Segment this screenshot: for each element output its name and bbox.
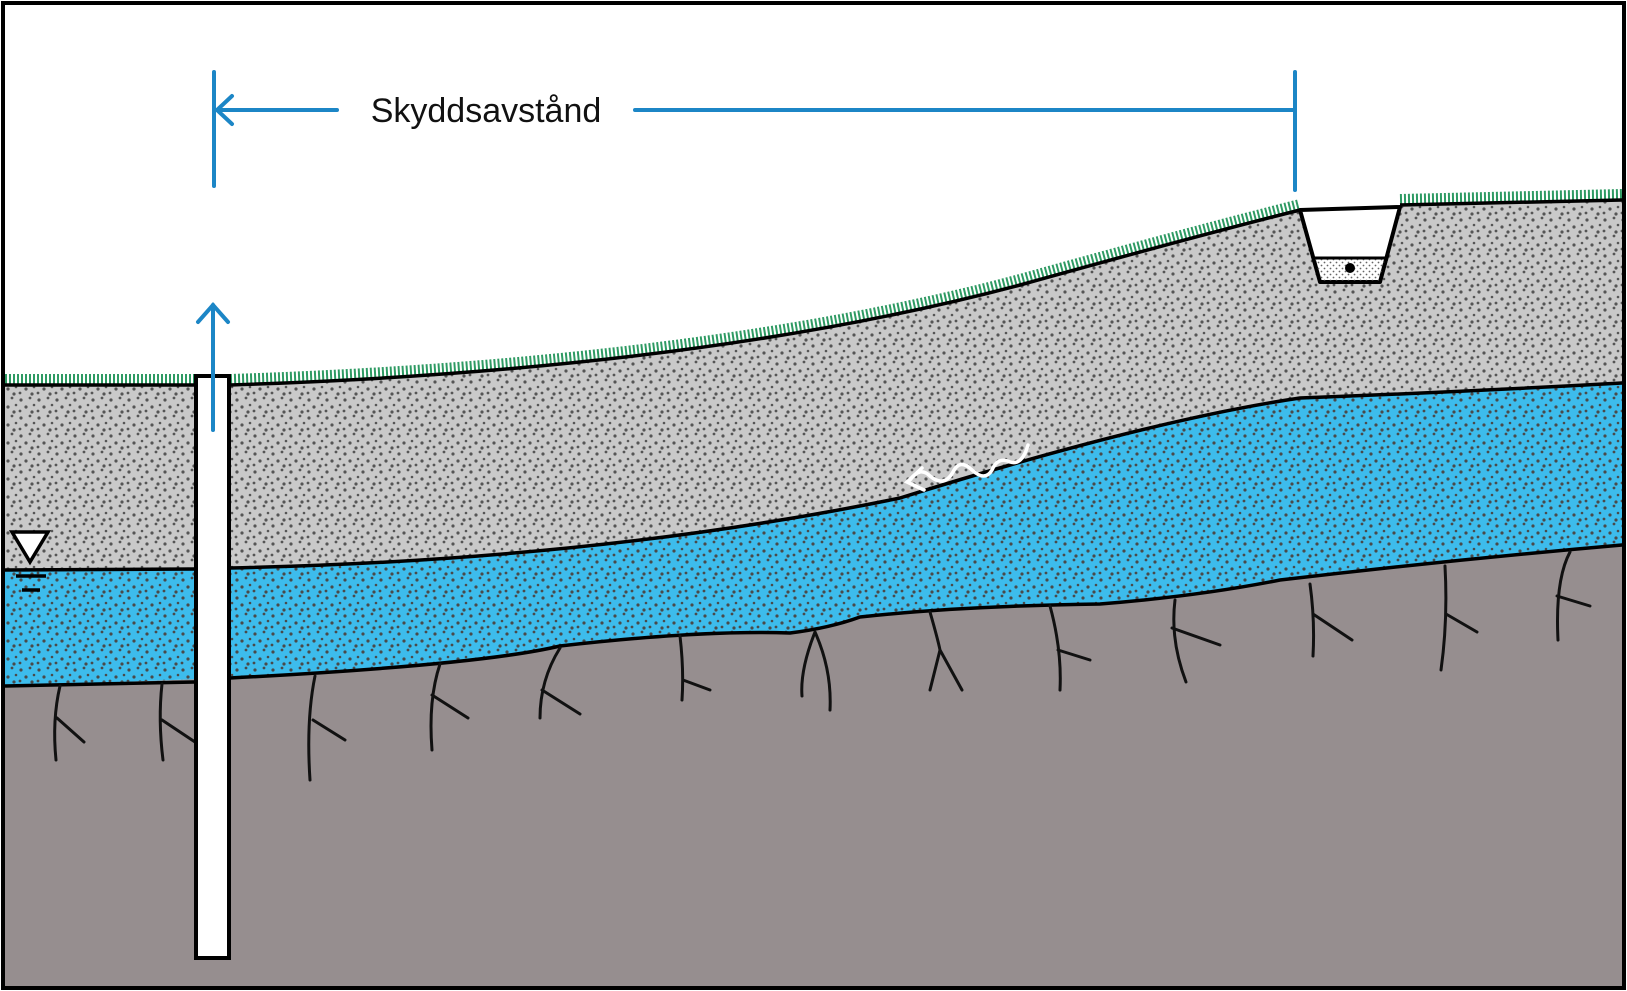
- well-casing: [194, 374, 231, 960]
- aquifer-texture: [5, 383, 1622, 686]
- protection-distance-label: Skyddsavstånd: [371, 92, 602, 130]
- infiltration-trench-icon: [1298, 205, 1402, 284]
- grass-surface: [5, 189, 1623, 384]
- wavy-flow-arrow-icon: [903, 443, 1030, 492]
- bedrock-fractures: [53, 550, 1592, 782]
- soil-texture: [5, 200, 1622, 570]
- water-table-symbol-icon: [8, 530, 52, 592]
- upward-flow-arrow-icon: [196, 301, 230, 432]
- layer-boundaries: [4, 198, 1623, 688]
- bedrock-layer: [5, 545, 1622, 986]
- protection-distance-dimension: [212, 70, 1297, 192]
